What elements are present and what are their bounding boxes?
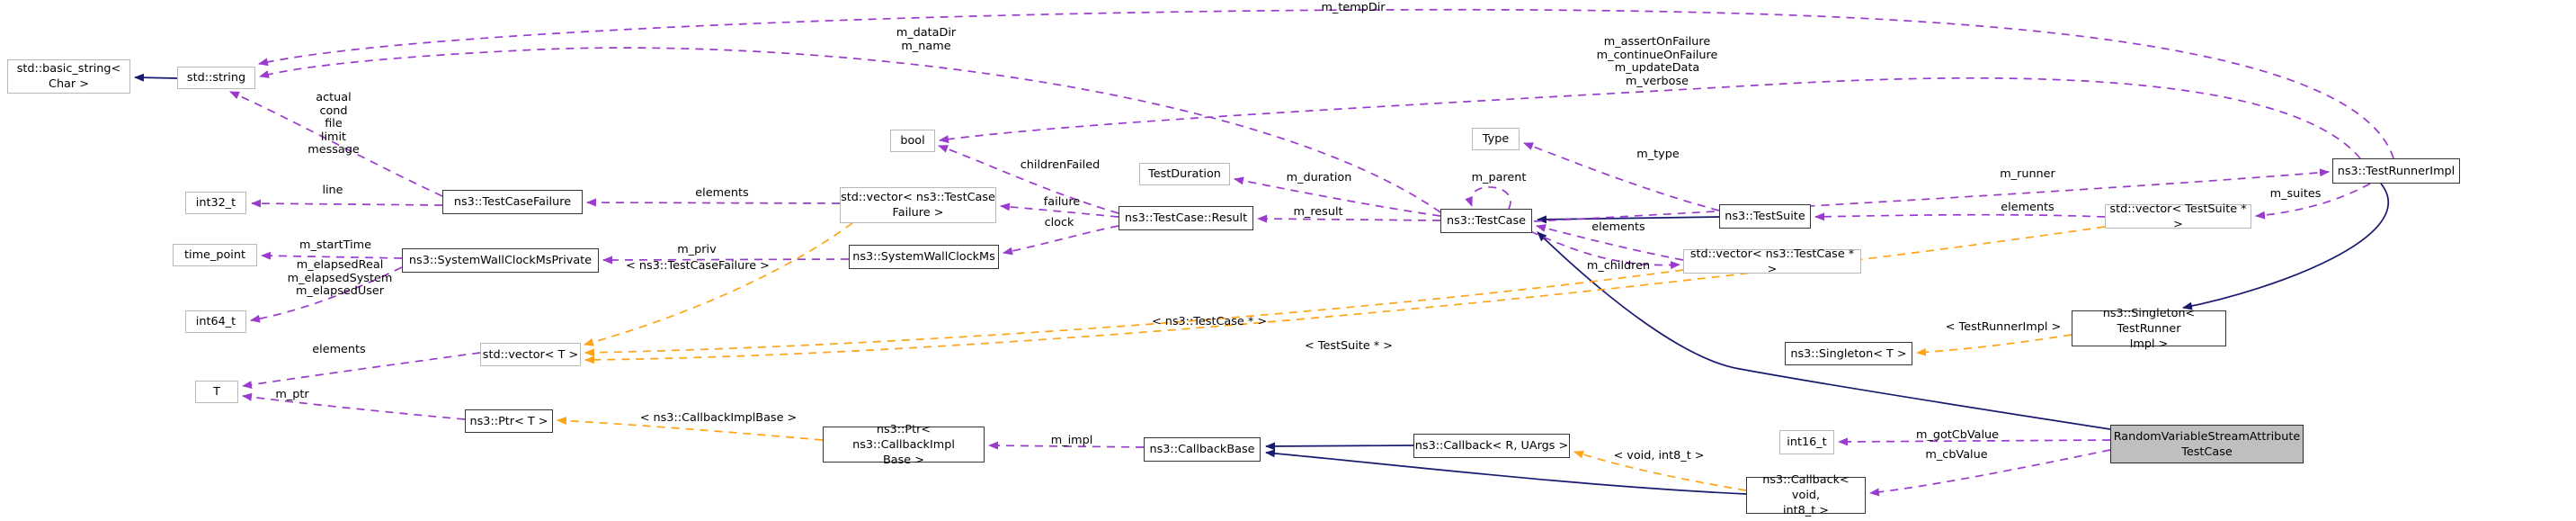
node-int32-t: int32_t xyxy=(185,192,246,214)
edge-label-failure-fields: actual cond file limit message xyxy=(308,91,360,157)
edge-label-failure: failure xyxy=(1043,195,1081,209)
node-ns3-testcase[interactable]: ns3::TestCase xyxy=(1440,209,1532,233)
edge-label-tmpl-testrunnerimpl: < TestRunnerImpl > xyxy=(1945,320,2062,334)
edge-label-m-parent: m_parent xyxy=(1471,171,1527,184)
edge-inherit-callbackru-callbackbase xyxy=(1265,442,1414,451)
edge-label-m-children: m_children xyxy=(1586,259,1651,273)
edge-use-m-tempdir xyxy=(258,8,2394,159)
node-std-string: std::string xyxy=(177,67,255,89)
node-type: Type xyxy=(1472,128,1520,150)
edge-use-elements-vect xyxy=(242,352,481,389)
edge-use-clock xyxy=(1003,225,1119,256)
edge-use-m-suites xyxy=(2255,183,2371,220)
edge-label-m-duration: m_duration xyxy=(1286,171,1352,184)
edge-inherit-callbackvoid-callbackbase xyxy=(1265,449,1747,495)
edge-label-m-assertonfailure-group: m_assertOnFailure m_continueOnFailure m_… xyxy=(1596,35,1718,88)
edge-label-m-cbvalue: m_cbValue xyxy=(1925,448,1988,462)
edge-label-elements-vecfailure: elements xyxy=(695,186,749,200)
edge-use-m-result xyxy=(1257,214,1441,223)
edge-use-m-elapsed xyxy=(250,266,403,323)
edge-use-m-cbvalue xyxy=(1869,449,2111,497)
edge-use-m-type xyxy=(1523,142,1720,211)
edge-use-m-starttime xyxy=(261,251,403,260)
edge-use-m-gotcbvalue xyxy=(1838,437,2111,446)
edge-inherit-testrunnerimpl-singleton xyxy=(2182,183,2389,310)
edge-label-m-ptr: m_ptr xyxy=(275,388,309,401)
edge-label-m-runner: m_runner xyxy=(2000,167,2055,181)
node-ns3-callback-void-int8[interactable]: ns3::Callback< void, int8_t > xyxy=(1746,473,1866,517)
node-int64-t: int64_t xyxy=(185,310,246,333)
edge-label-m-type: m_type xyxy=(1636,148,1680,161)
node-std-vector-testcasefailure: std::vector< ns3::TestCase Failure > xyxy=(840,187,996,223)
edge-label-m-impl: m_impl xyxy=(1050,434,1093,447)
node-ns3-systemwallclockms[interactable]: ns3::SystemWallClockMs xyxy=(849,245,999,269)
edge-label-m-tempdir: m_tempDir xyxy=(1321,1,1386,14)
edge-label-elements-vectestsuite: elements xyxy=(2001,201,2055,214)
edge-label-tmpl-testcasefailure: < ns3::TestCaseFailure > xyxy=(626,259,770,273)
node-std-basic-string: std::basic_string< Char > xyxy=(7,59,130,94)
node-ns3-ptr-callbackimplbase[interactable]: ns3::Ptr< ns3::CallbackImpl Base > xyxy=(823,423,985,467)
edge-label-m-starttime: m_startTime xyxy=(299,238,371,252)
edge-use-m-datadir-m-name xyxy=(259,47,1441,213)
edge-label-m-elapsed-group: m_elapsedReal m_elapsedSystem m_elapsedU… xyxy=(287,258,393,298)
edge-label-tmpl-testcase-ptr: < ns3::TestCase * > xyxy=(1151,315,1268,328)
edge-tmpl-ptrimpl-ptrt xyxy=(557,417,824,441)
edge-use-m-priv xyxy=(602,256,850,265)
edge-use-m-parent-self xyxy=(1465,186,1511,210)
edge-label-tmpl-callbackimplbase: < ns3::CallbackImplBase > xyxy=(639,411,798,425)
edge-tmpl-callbackvoid-callbackru xyxy=(1573,450,1747,491)
node-ns3-testrunnerimpl[interactable]: ns3::TestRunnerImpl xyxy=(2332,158,2460,184)
node-ns3-testcase-result[interactable]: ns3::TestCase::Result xyxy=(1119,206,1253,230)
edge-use-line xyxy=(251,199,443,208)
node-int16-t: int16_t xyxy=(1779,430,1834,454)
edge-use-m-impl xyxy=(988,441,1145,450)
edge-label-m-suites: m_suites xyxy=(2269,187,2322,201)
node-ns3-callback-r-uargs[interactable]: ns3::Callback< R, UArgs > xyxy=(1413,434,1570,458)
edge-tmpl-vectestcase-vect xyxy=(584,269,1684,357)
edge-label-elements-vect: elements xyxy=(312,343,366,356)
node-ns3-singleton-testrunnerimpl[interactable]: ns3::Singleton< TestRunner Impl > xyxy=(2072,307,2226,351)
edge-label-line: line xyxy=(322,184,343,197)
node-bool: bool xyxy=(890,130,935,152)
edge-use-elements-vecfailure xyxy=(586,198,841,207)
edge-label-m-gotcbvalue: m_gotCbValue xyxy=(1915,428,2000,442)
edge-label-tmpl-testsuite-ptr: < TestSuite * > xyxy=(1305,339,1393,353)
edge-label-childrenfailed: childrenFailed xyxy=(1020,158,1101,172)
edge-label-m-priv: m_priv xyxy=(677,243,717,256)
edge-use-failure xyxy=(1000,202,1119,218)
edge-tmpl-vecfailure-vect xyxy=(584,222,853,346)
edge-label-clock: clock xyxy=(1044,216,1074,229)
node-ns3-testsuite[interactable]: ns3::TestSuite xyxy=(1719,204,1811,229)
node-ns3-testcasefailure[interactable]: ns3::TestCaseFailure xyxy=(442,190,583,214)
node-randomvariablestreamattributetestcase: RandomVariableStreamAttribute TestCase xyxy=(2110,425,2304,463)
edge-inherit-rvsatc-testcase xyxy=(1537,231,2111,430)
node-ns3-callbackbase[interactable]: ns3::CallbackBase xyxy=(1144,437,1261,462)
edge-label-m-result: m_result xyxy=(1293,205,1343,219)
node-testduration: TestDuration xyxy=(1139,163,1230,185)
edge-label-elements-vectestcase: elements xyxy=(1591,220,1645,234)
edge-label-m-datadir-m-name: m_dataDir m_name xyxy=(896,26,957,53)
node-ns3-ptr-t[interactable]: ns3::Ptr< T > xyxy=(465,409,553,433)
node-std-vector-t: std::vector< T > xyxy=(480,343,581,366)
edge-use-failure-fields xyxy=(229,91,443,197)
node-ns3-systemwallclockmsprivate[interactable]: ns3::SystemWallClockMsPrivate xyxy=(402,248,599,273)
node-std-vector-testcase-ptr: std::vector< ns3::TestCase * > xyxy=(1683,247,1861,276)
node-time-point: time_point xyxy=(173,244,257,266)
edge-use-elements-vectestcase xyxy=(1536,224,1684,261)
node-std-vector-testsuite-ptr: std::vector< TestSuite * > xyxy=(2105,202,2251,231)
edge-use-m-assert-group xyxy=(939,76,2361,159)
edge-inherit-string-basicstring xyxy=(134,73,178,82)
edge-tmpl-vectestsuite-vect xyxy=(584,226,2106,364)
edge-use-m-runner xyxy=(1533,168,2330,222)
node-ns3-singleton-t[interactable]: ns3::Singleton< T > xyxy=(1785,342,1912,365)
edge-label-tmpl-void-int8: < void, int8_t > xyxy=(1613,449,1705,463)
node-t-param: T xyxy=(195,381,238,403)
edge-use-elements-vectestsuite xyxy=(1814,212,2106,221)
edge-use-childrenfailed xyxy=(938,145,1119,214)
edge-tmpl-singletontri-singletont xyxy=(1916,334,2072,356)
